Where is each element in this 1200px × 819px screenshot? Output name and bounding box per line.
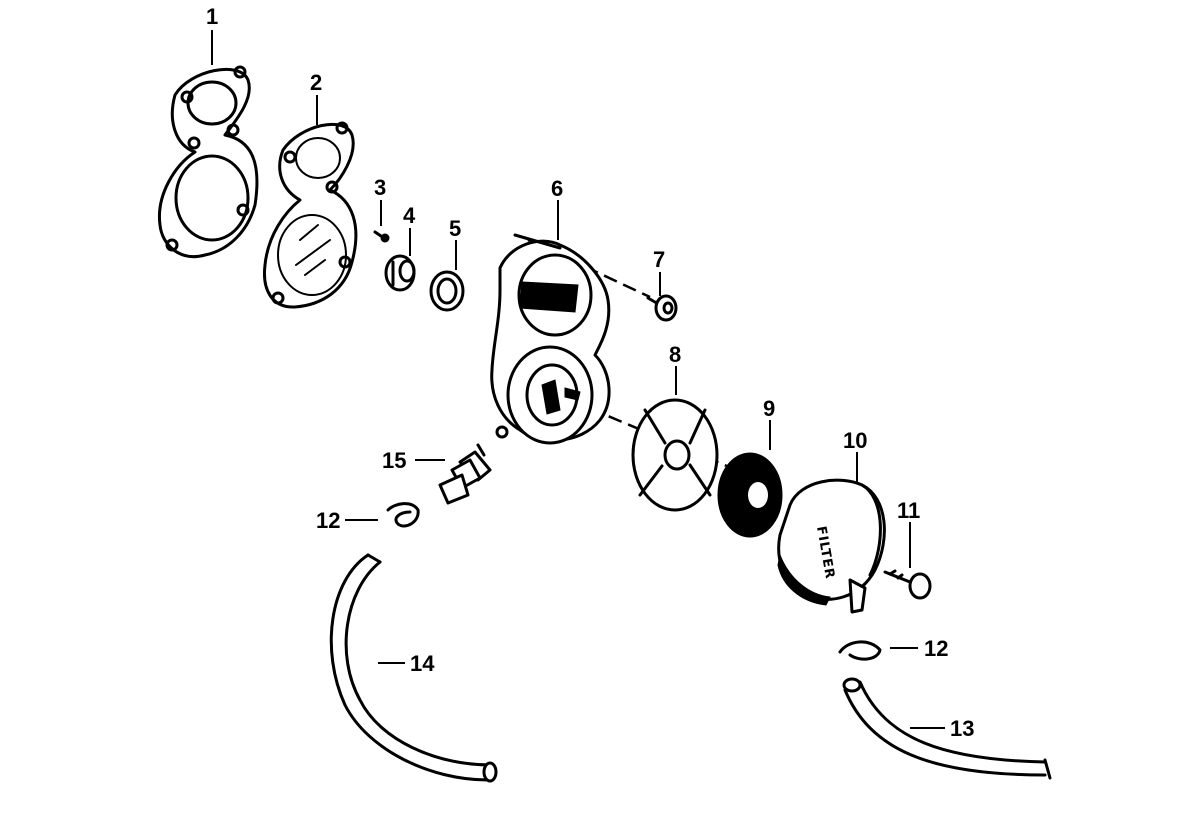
part-7-bolt [646,294,678,322]
callout-13: 13 [950,716,974,741]
part-3-screw [373,230,390,243]
part-2-diaphragm [262,121,358,309]
part-1-gasket [157,65,259,258]
callout-11: 11 [897,498,920,523]
part-15-fitting [438,443,492,505]
callout-1: 1 [206,4,218,29]
callout-6: 6 [551,176,563,201]
callout-15: 15 [382,448,406,473]
part-12-clip-lower [838,640,882,661]
part-14-long-hose [329,553,498,783]
callout-8: 8 [669,342,681,367]
part-9-washer [717,452,783,538]
part-5-o-ring [429,270,465,312]
part-8-filter-screen [631,398,719,512]
part-4-valve [384,254,416,292]
callout-9: 9 [763,396,775,421]
callout-10: 10 [843,428,867,453]
callout-4: 4 [403,203,416,228]
callout-7: 7 [653,247,665,272]
part-13-short-hose [842,677,1052,780]
part-10-filter-bowl [777,478,886,614]
part-6-pump-body [490,233,611,445]
callout-2: 2 [310,70,322,95]
leader-lines [211,30,945,729]
callout-12-upper: 12 [316,508,340,533]
part-12-clip-upper [386,502,420,528]
callout-5: 5 [449,216,461,241]
callout-numbers: 1 2 3 4 5 6 7 8 9 10 11 12 12 13 14 15 [206,4,974,741]
callout-3: 3 [374,175,386,200]
callout-14: 14 [410,651,435,676]
callout-12-lower: 12 [924,636,948,661]
part-11-screw [883,569,932,600]
